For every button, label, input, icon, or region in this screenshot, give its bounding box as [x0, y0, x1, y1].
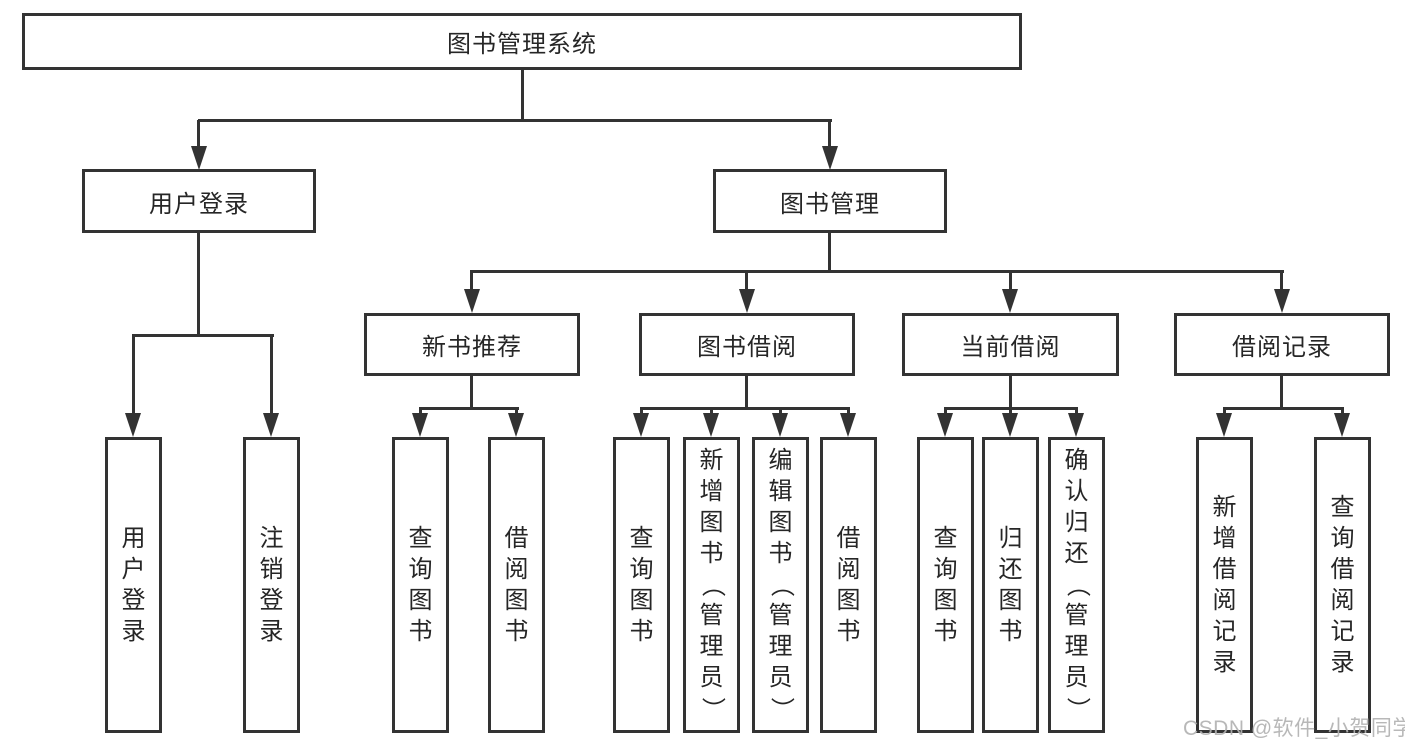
- node-borrow-record: 借阅记录: [1174, 313, 1390, 376]
- arrow-to-leaf-confirm-return: [1068, 413, 1084, 437]
- connector-current-borrow-stub: [1009, 376, 1012, 409]
- arrow-to-leaf-query-books-3: [937, 413, 953, 437]
- leaf-edit-book-admin: 编辑图书（管理员）: [752, 437, 809, 733]
- arrow-to-leaf-add-book: [703, 413, 719, 437]
- connector-user-login-rail: [132, 334, 274, 337]
- connector-to-book-management-stem: [828, 120, 831, 148]
- node-root: 图书管理系统: [22, 13, 1022, 70]
- connector-to-user-login-stem: [197, 120, 200, 148]
- arrow-to-leaf-add-borrow-record: [1216, 413, 1232, 437]
- node-book-borrow: 图书借阅: [639, 313, 855, 376]
- connector-to-leaf-logout-stem: [270, 335, 273, 415]
- arrow-to-new-book: [464, 289, 480, 313]
- node-root-label: 图书管理系统: [447, 31, 597, 58]
- connector-new-book-rail: [419, 407, 519, 410]
- connector-to-borrow-record-stem: [1280, 272, 1283, 292]
- arrow-to-leaf-edit-book: [772, 413, 788, 437]
- arrow-to-current-borrow: [1002, 289, 1018, 313]
- connector-new-book-stub: [470, 376, 473, 409]
- connector-root-stub: [521, 70, 524, 121]
- arrow-to-leaf-return-book: [1002, 413, 1018, 437]
- leaf-borrow-books-1: 借阅图书: [488, 437, 545, 733]
- arrow-to-leaf-query-borrow-record: [1334, 413, 1350, 437]
- leaf-add-borrow-record: 新增借阅记录: [1196, 437, 1253, 733]
- connector-to-new-book-stem: [470, 272, 473, 292]
- connector-book-management-stub: [828, 233, 831, 272]
- leaf-query-books-3: 查询图书: [917, 437, 974, 733]
- node-borrow-record-label: 借阅记录: [1232, 334, 1332, 361]
- connector-to-book-borrow-stem: [745, 272, 748, 292]
- arrow-to-borrow-record: [1274, 289, 1290, 313]
- arrow-to-leaf-query-books-1: [412, 413, 428, 437]
- connector-borrow-record-stub: [1280, 376, 1283, 409]
- connector-to-leaf-user-login-stem: [132, 335, 135, 415]
- leaf-user-login: 用户登录: [105, 437, 162, 733]
- connector-level3-rail: [470, 270, 1284, 273]
- leaf-borrow-books-2: 借阅图书: [820, 437, 877, 733]
- node-new-book-recommend: 新书推荐: [364, 313, 580, 376]
- arrow-to-leaf-user-login: [125, 413, 141, 437]
- leaf-query-books-1: 查询图书: [392, 437, 449, 733]
- connector-level1-rail: [198, 119, 832, 122]
- node-book-borrow-label: 图书借阅: [697, 334, 797, 361]
- connector-borrow-record-rail: [1223, 407, 1344, 410]
- connector-to-current-borrow-stem: [1009, 272, 1012, 292]
- arrow-to-leaf-query-books-2: [633, 413, 649, 437]
- arrow-to-leaf-borrow-books-2: [840, 413, 856, 437]
- node-current-borrow: 当前借阅: [902, 313, 1119, 376]
- connector-book-borrow-rail: [640, 407, 850, 410]
- arrow-to-book-management: [822, 146, 838, 170]
- arrow-to-leaf-logout: [263, 413, 279, 437]
- leaf-add-book-admin: 新增图书（管理员）: [683, 437, 740, 733]
- node-current-borrow-label: 当前借阅: [960, 334, 1061, 361]
- node-book-management: 图书管理: [713, 169, 947, 233]
- connector-book-borrow-stub: [745, 376, 748, 409]
- leaf-query-books-2: 查询图书: [613, 437, 670, 733]
- arrow-to-book-borrow: [739, 289, 755, 313]
- leaf-return-book: 归还图书: [982, 437, 1039, 733]
- leaf-query-borrow-record: 查询借阅记录: [1314, 437, 1371, 733]
- leaf-confirm-return-admin: 确认归还（管理员）: [1048, 437, 1105, 733]
- arrow-to-user-login: [191, 146, 207, 170]
- node-book-management-label: 图书管理: [780, 190, 880, 218]
- watermark-text: CSDN @软件_小贺同学: [1183, 717, 1405, 740]
- connector-user-login-stub: [197, 233, 200, 337]
- arrow-to-leaf-borrow-books-1: [508, 413, 524, 437]
- leaf-logout: 注销登录: [243, 437, 300, 733]
- node-new-book-recommend-label: 新书推荐: [422, 334, 522, 361]
- node-user-login: 用户登录: [82, 169, 316, 233]
- node-user-login-label: 用户登录: [149, 190, 249, 218]
